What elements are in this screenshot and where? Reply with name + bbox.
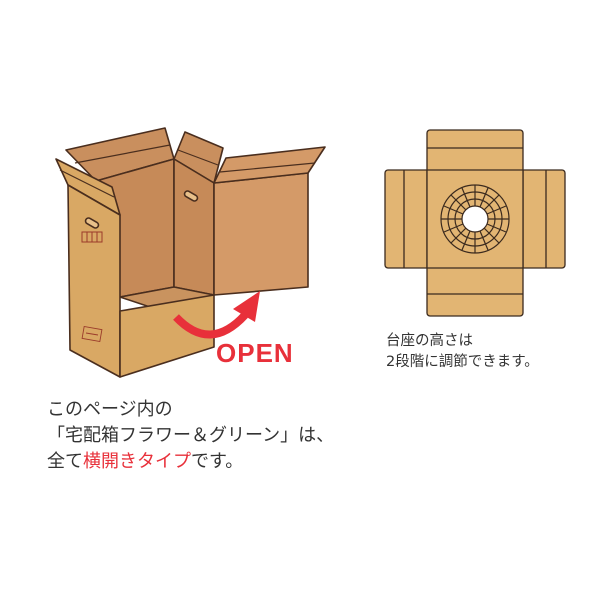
main-caption-line3: 全て横開きタイプです。 bbox=[47, 449, 334, 475]
fragile-stamp-icon bbox=[81, 231, 103, 243]
caption-suffix: です。 bbox=[191, 451, 244, 472]
main-caption-line2: 「宅配箱フラワー＆グリーン」は、 bbox=[47, 425, 335, 446]
label-stamp-icon bbox=[81, 326, 103, 342]
main-caption: このページ内の 「宅配箱フラワー＆グリーン」は、 全て横開きタイプです。 bbox=[47, 397, 334, 475]
pedestal-caption: 台座の高さは 2段階に調節できます。 bbox=[386, 331, 539, 373]
rotating-disc-icon bbox=[440, 184, 510, 254]
side-opening-type-highlight: 横開きタイプ bbox=[83, 451, 191, 472]
caption-prefix: 全て bbox=[47, 451, 83, 472]
open-arrow-icon bbox=[173, 291, 260, 339]
main-caption-line1: このページ内の bbox=[47, 399, 173, 420]
pedestal-caption-line1: 台座の高さは bbox=[386, 333, 473, 349]
open-label: OPEN bbox=[216, 338, 294, 368]
pedestal-caption-line2: 2段階に調節できます。 bbox=[386, 354, 539, 370]
open-box-illustration bbox=[55, 127, 326, 378]
pedestal-base-illustration bbox=[384, 129, 566, 317]
